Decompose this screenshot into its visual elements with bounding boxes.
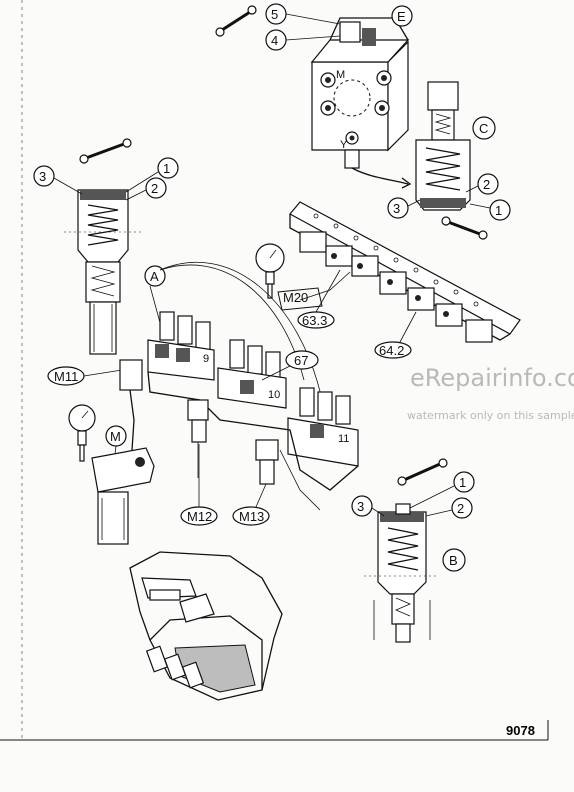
callout-M13-label: M13	[239, 509, 264, 524]
callout-M-label: M	[110, 429, 121, 444]
filter-assembly: M	[68, 404, 155, 545]
port-M-label: M	[336, 69, 345, 81]
section-9-label: 9	[203, 353, 209, 365]
callout-b1-label: 1	[459, 475, 466, 490]
wrench-icon	[215, 5, 257, 37]
callout-b3-label: 3	[357, 499, 364, 514]
callout-67-label: 67	[294, 353, 308, 368]
callout-A-label: A	[150, 269, 159, 284]
relief-valve-left: 3 1 2	[33, 138, 179, 355]
callout-c3-label: 3	[393, 201, 400, 216]
callout-63-3-label: 63.3	[302, 313, 327, 328]
callout-M11-label: M11	[54, 369, 78, 384]
relief-valve-c: C 2 3 1	[387, 81, 511, 240]
top-valve-block: 5 4 E M Y	[215, 3, 413, 189]
pressure-gauge-icon	[68, 404, 96, 462]
wrench-icon	[397, 458, 448, 486]
relief-valve-b: 1 2 3 B	[351, 458, 475, 643]
port-Y-label: Y	[340, 139, 348, 151]
callout-4-label: 4	[271, 33, 278, 48]
section-10-label: 10	[268, 389, 280, 401]
pressure-gauge-icon	[255, 243, 285, 299]
callout-b2-label: 2	[457, 501, 464, 516]
watermark-note: watermark only on this sample	[407, 409, 574, 422]
callout-64-2-label: 64.2	[379, 343, 404, 358]
solenoid-manifold: M20 63.3 64.2	[255, 201, 521, 359]
callout-E	[391, 5, 413, 27]
callout-M20-label: M20	[283, 290, 308, 305]
callout-E-label: E	[397, 9, 406, 24]
figure-number: 9078	[506, 723, 535, 738]
callout-C-label: C	[479, 121, 488, 136]
callout-B-label: B	[449, 553, 458, 568]
callout-B	[442, 548, 466, 572]
section-11-label: 11	[338, 433, 349, 445]
callout-5-label: 5	[271, 7, 278, 22]
callout-M12-label: M12	[187, 509, 212, 524]
callout-l1-label: 1	[163, 161, 170, 176]
wrench-icon	[79, 138, 132, 164]
callout-l2-label: 2	[151, 181, 158, 196]
callout-c2-label: 2	[483, 177, 490, 192]
central-valve-bank: A 9 10 11 67 M11	[47, 261, 359, 526]
callout-A	[144, 265, 166, 287]
wrench-icon	[441, 216, 488, 240]
callout-C	[472, 116, 496, 140]
watermark-brand: eRepairinfo.com	[410, 364, 574, 392]
callout-l3-label: 3	[39, 169, 46, 184]
bucket-assembly	[129, 551, 283, 701]
callout-c1-label: 1	[495, 203, 502, 218]
